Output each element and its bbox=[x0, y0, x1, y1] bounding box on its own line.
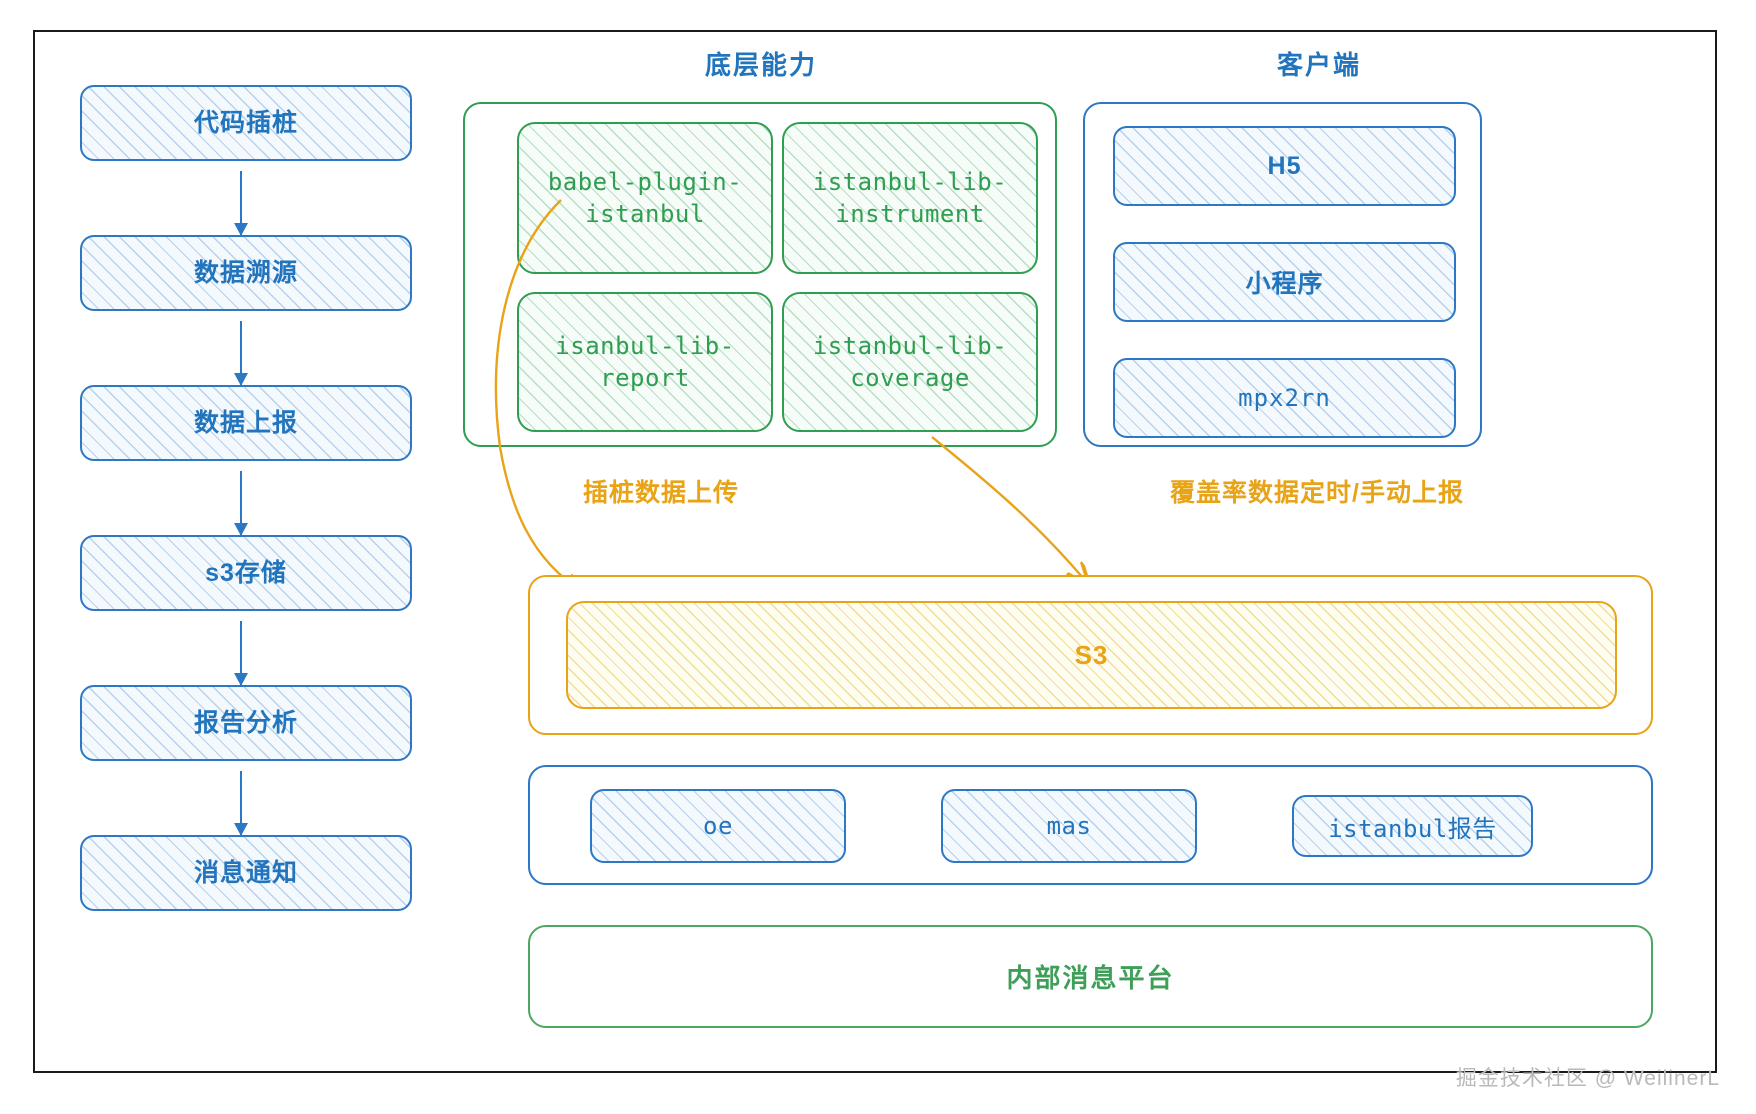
arrow-label-instrumentation-upload: 插桩数据上传 bbox=[583, 479, 740, 507]
client-box-label: 小程序 bbox=[1245, 270, 1324, 298]
pipeline-step-data-tracing[interactable]: 数据溯源 bbox=[80, 235, 412, 311]
capability-group-container: babel-plugin-istanbul istanbul-lib-instr… bbox=[463, 102, 1057, 447]
pipeline-arrow-3 bbox=[234, 471, 248, 536]
client-box-miniprogram[interactable]: 小程序 bbox=[1113, 242, 1456, 322]
capability-box-label: istanbul-lib-instrument bbox=[812, 167, 1008, 228]
capability-box-label: istanbul-lib-coverage bbox=[812, 331, 1008, 392]
storage-group-container: S3 bbox=[528, 575, 1653, 735]
report-box-mas[interactable]: mas bbox=[941, 789, 1197, 863]
pipeline-arrow-5 bbox=[234, 771, 248, 836]
report-box-label: oe bbox=[703, 812, 733, 840]
arrow-label-coverage-upload: 覆盖率数据定时/手动上报 bbox=[1170, 479, 1464, 507]
report-box-label: istanbul报告 bbox=[1328, 814, 1497, 843]
report-box-label: mas bbox=[1046, 812, 1092, 840]
pipeline-step-data-report[interactable]: 数据上报 bbox=[80, 385, 412, 461]
capability-box-label: babel-plugin-istanbul bbox=[547, 167, 743, 228]
pipeline-step-label: 报告分析 bbox=[193, 708, 298, 737]
client-box-label: mpx2rn bbox=[1238, 384, 1331, 412]
client-box-label: H5 bbox=[1267, 151, 1302, 180]
capability-box-istanbul-lib-coverage[interactable]: istanbul-lib-coverage bbox=[782, 292, 1038, 432]
capability-box-isanbul-lib-report[interactable]: isanbul-lib-report bbox=[517, 292, 773, 432]
pipeline-step-code-instrumentation[interactable]: 代码插桩 bbox=[80, 85, 412, 161]
capability-box-babel-plugin-istanbul[interactable]: babel-plugin-istanbul bbox=[517, 122, 773, 274]
client-box-h5[interactable]: H5 bbox=[1113, 126, 1456, 206]
report-box-oe[interactable]: oe bbox=[590, 789, 846, 863]
pipeline-step-label: s3存储 bbox=[205, 558, 287, 587]
pipeline-step-label: 数据溯源 bbox=[193, 258, 298, 287]
watermark: 掘金技术社区 @ WeilinerL bbox=[1455, 1067, 1720, 1090]
pipeline-step-s3-storage[interactable]: s3存储 bbox=[80, 535, 412, 611]
storage-box-s3[interactable]: S3 bbox=[566, 601, 1617, 709]
pipeline-step-label: 消息通知 bbox=[193, 858, 298, 887]
pipeline-step-label: 数据上报 bbox=[193, 408, 298, 437]
pipeline-arrow-1 bbox=[234, 171, 248, 236]
capability-box-label: isanbul-lib-report bbox=[555, 331, 735, 392]
pipeline-arrow-4 bbox=[234, 621, 248, 686]
client-box-mpx2rn[interactable]: mpx2rn bbox=[1113, 358, 1456, 438]
report-group-container: oe mas istanbul报告 bbox=[528, 765, 1653, 885]
pipeline-step-label: 代码插桩 bbox=[193, 108, 298, 137]
pipeline-step-report-analysis[interactable]: 报告分析 bbox=[80, 685, 412, 761]
message-platform-box[interactable]: 内部消息平台 bbox=[528, 925, 1653, 1028]
capability-group-title: 底层能力 bbox=[705, 50, 818, 80]
storage-box-label: S3 bbox=[1074, 639, 1109, 670]
diagram-outer-frame bbox=[33, 30, 1717, 1073]
pipeline-arrow-2 bbox=[234, 321, 248, 386]
client-group-container: H5 小程序 mpx2rn bbox=[1083, 102, 1482, 447]
report-box-istanbul-report[interactable]: istanbul报告 bbox=[1292, 795, 1533, 857]
capability-box-istanbul-lib-instrument[interactable]: istanbul-lib-instrument bbox=[782, 122, 1038, 274]
message-platform-label: 内部消息平台 bbox=[1006, 963, 1175, 993]
pipeline-step-message-notify[interactable]: 消息通知 bbox=[80, 835, 412, 911]
client-group-title: 客户端 bbox=[1277, 50, 1362, 80]
